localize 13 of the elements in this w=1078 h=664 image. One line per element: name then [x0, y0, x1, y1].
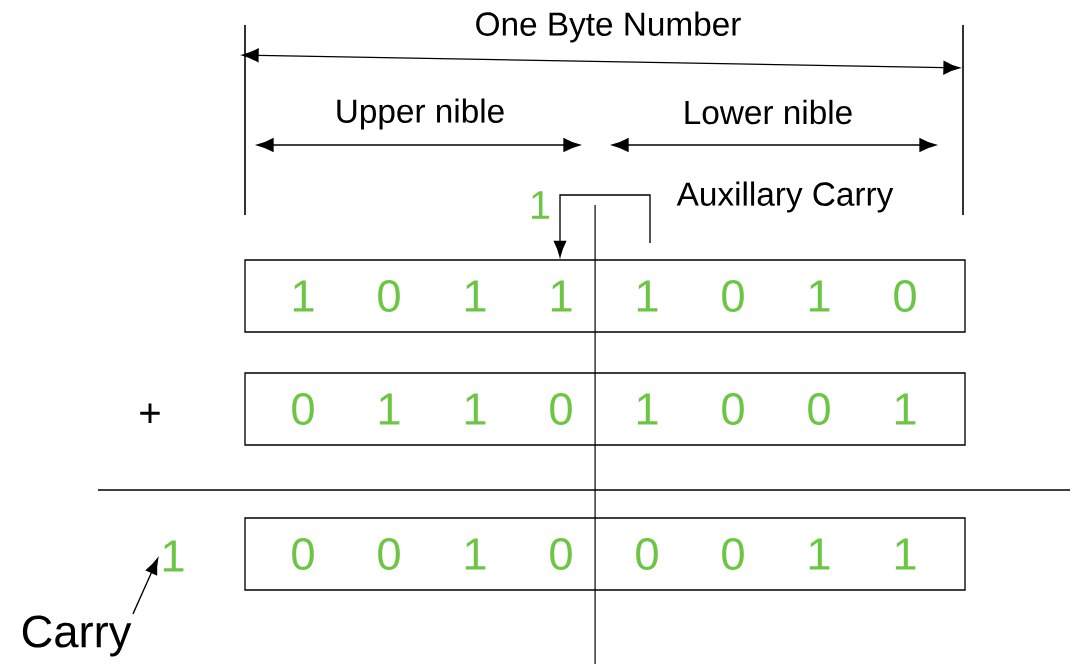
- carry-arrow: [553, 194, 651, 258]
- dimension-label: Upper nible: [337, 98, 504, 130]
- dimension-label: One Byte Number: [476, 11, 741, 43]
- plus-sign: +: [140, 403, 160, 424]
- carry-digit: 1: [163, 540, 184, 572]
- register-box: 1 0 1 1 1 0 1 0: [244, 259, 966, 333]
- register-box: 0 0 1 0 0 0 1 1: [244, 517, 966, 591]
- carry-digit: 1: [531, 191, 550, 219]
- annotation-text: Auxillary Carry: [676, 181, 894, 213]
- leader-arrow: [132, 557, 159, 615]
- carry-label: Carry: [22, 615, 132, 657]
- register-box: 0 1 1 0 1 0 0 1: [244, 372, 966, 446]
- dimension-label: Lower nible: [685, 99, 852, 125]
